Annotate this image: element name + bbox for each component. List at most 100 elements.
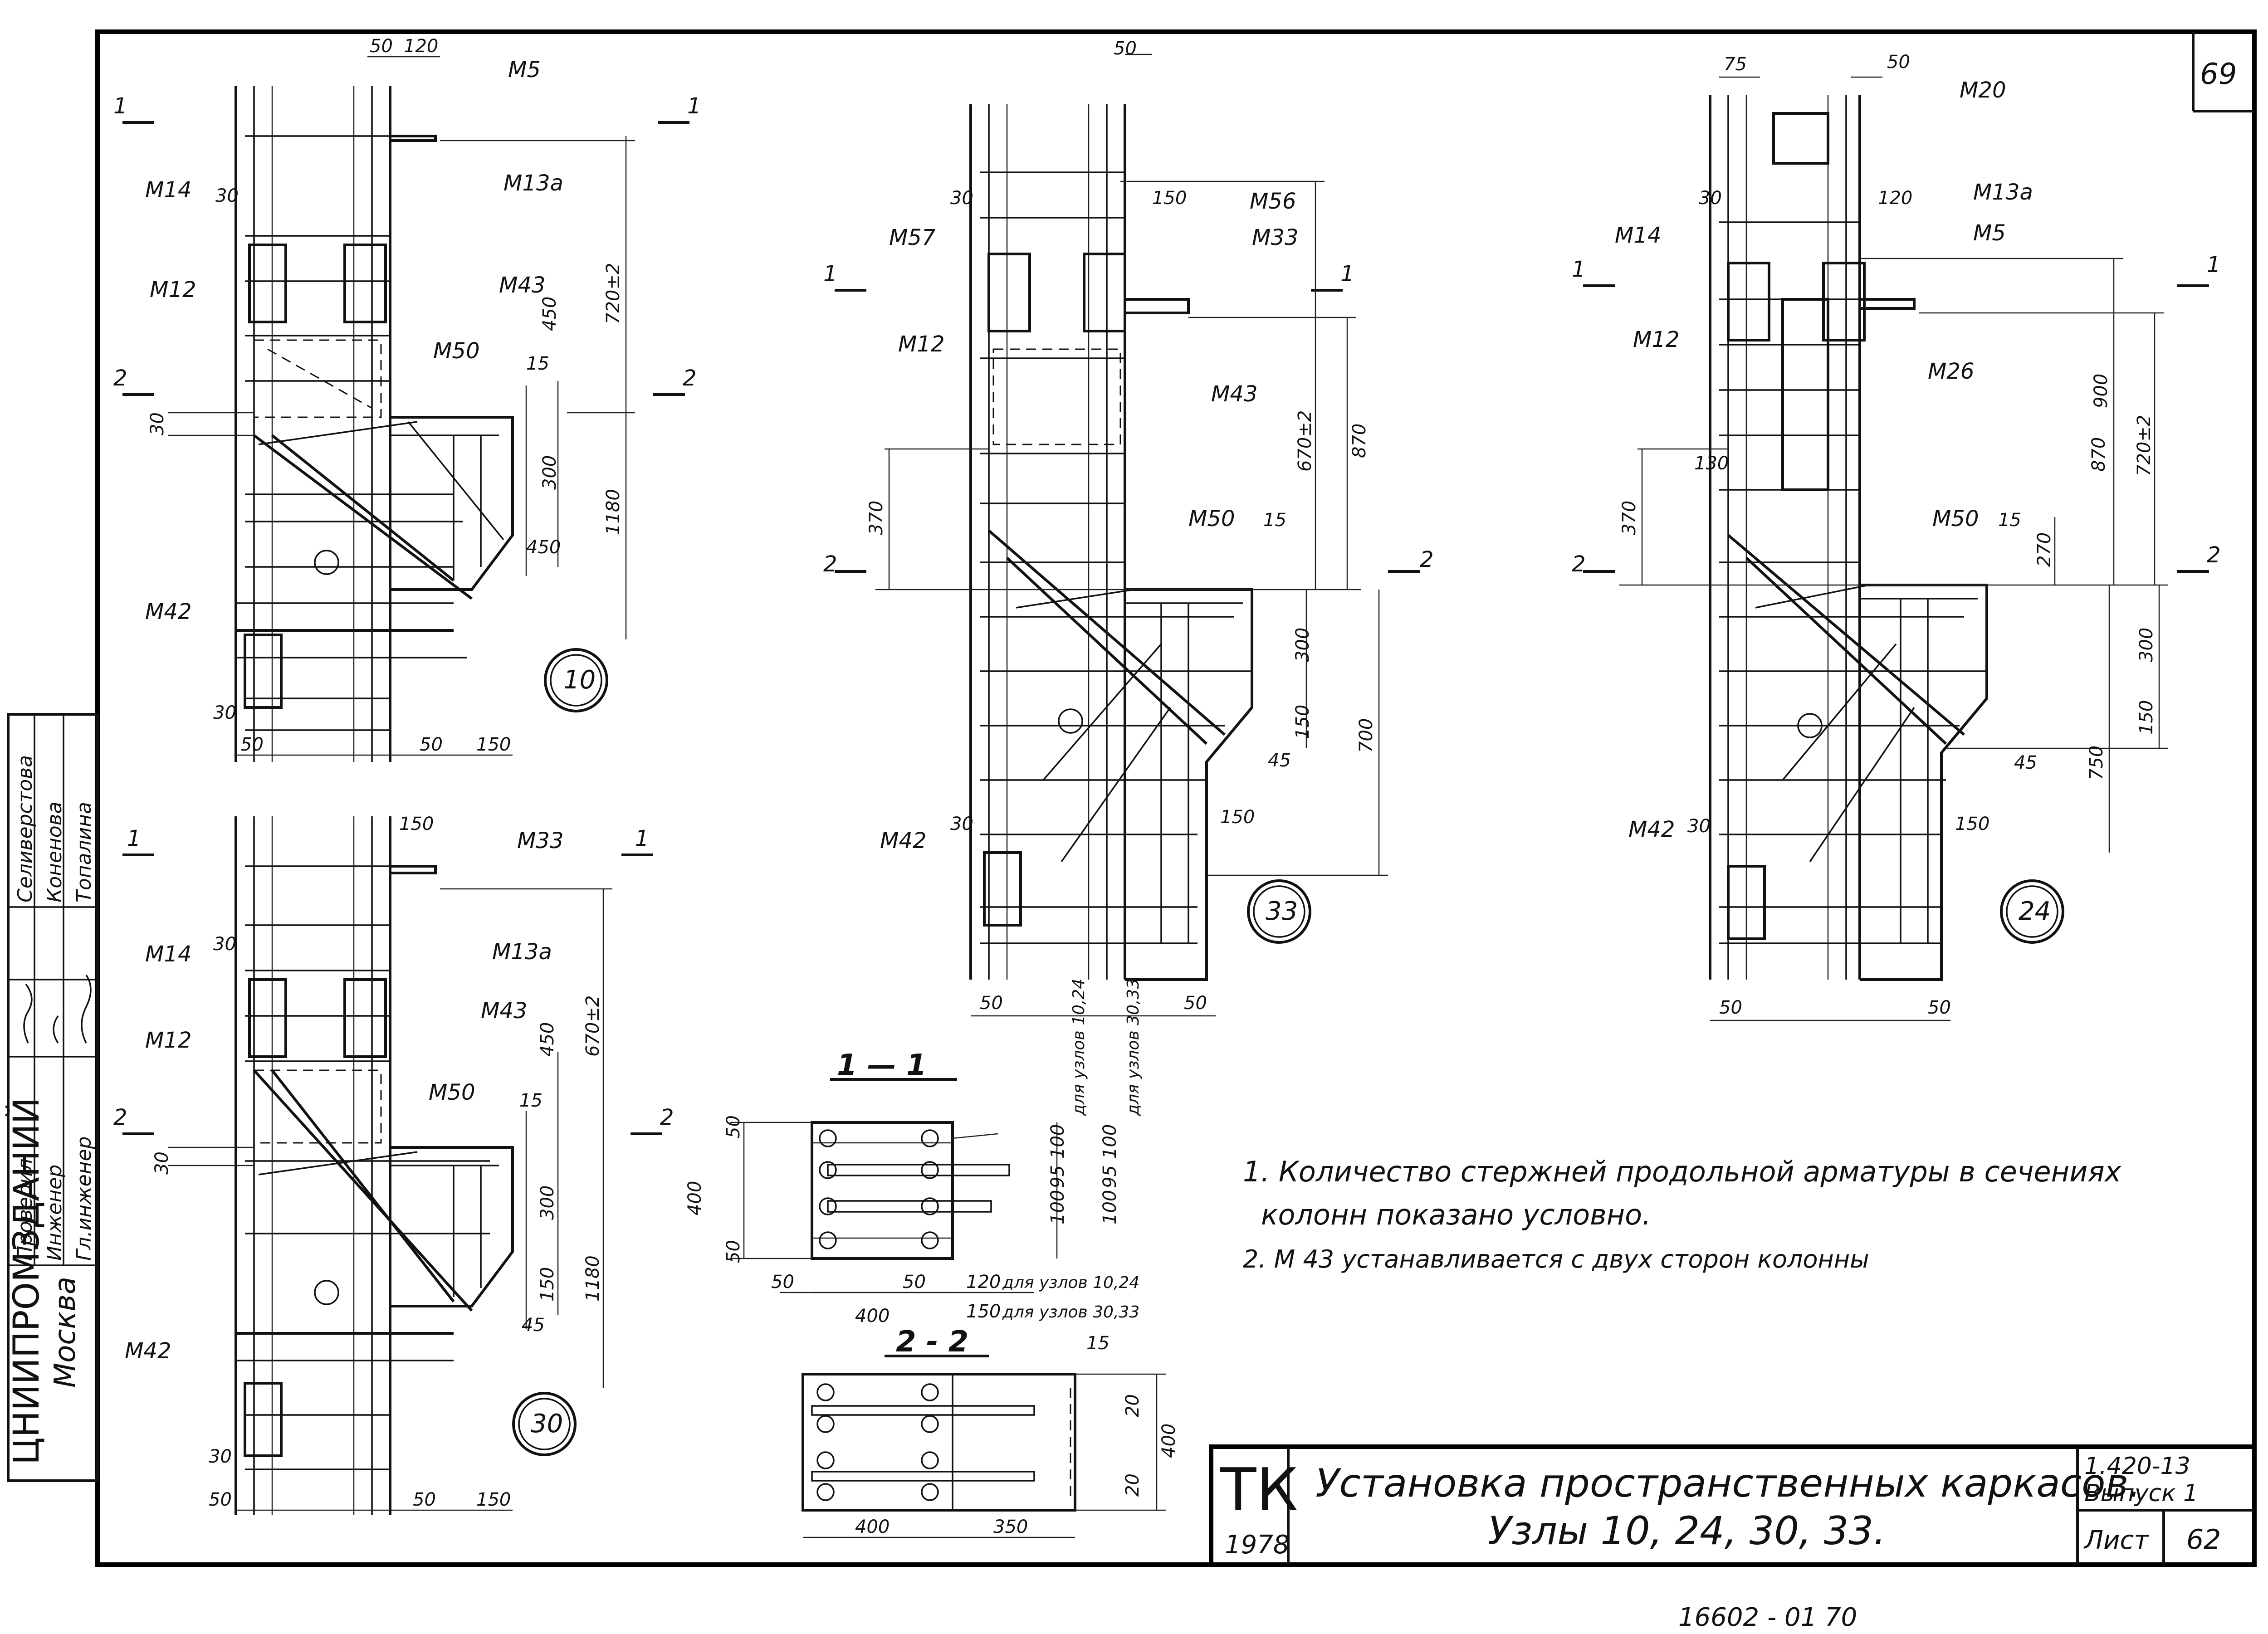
title-line-2: Узлы 10, 24, 30, 33.: [1488, 1508, 1886, 1554]
node-30-dim-30b: 30: [152, 1151, 172, 1175]
node-33-label-m56: М56: [1250, 189, 1296, 214]
node-24-dim-300: 300: [2136, 628, 2157, 662]
node-30-dim-150a: 150: [399, 814, 434, 834]
node-30-dim-150c: 150: [476, 1489, 511, 1510]
node-30-label-m42: М42: [125, 1338, 171, 1364]
node-24-dim-30b: 30: [1687, 816, 1711, 837]
node-30-dim-45: 45: [522, 1315, 545, 1336]
node-24-label-m42: М42: [1628, 817, 1675, 842]
node-33-label-m42: М42: [880, 828, 927, 854]
node-24-dim-370: 370: [1619, 501, 1640, 535]
title-sheet-label: Лист: [2083, 1526, 2149, 1555]
section-1-1-title: 1 — 1: [837, 1049, 927, 1082]
node-33-dim-30: 30: [950, 188, 973, 209]
node-24-dim-720: 720±2: [2134, 415, 2155, 476]
node-24-cut-2-left: 2: [1572, 551, 1586, 577]
node-33-dim-150c: 150: [1220, 807, 1255, 828]
node-24-drawing: [1583, 76, 2209, 1021]
node-10-cut-1-left: 1: [113, 93, 127, 119]
node-10-label-m43: М43: [499, 273, 546, 298]
node-10-label-m13a: М13а: [503, 171, 563, 196]
stamp-role-3: Проверил: [14, 1158, 37, 1261]
archive-number: 16602 - 01 70: [1678, 1603, 1857, 1632]
node-10-dim-300: 300: [539, 455, 560, 490]
section-2-2-title: 2 - 2: [896, 1325, 968, 1359]
section-1-1-note-1024a: для узлов 10,24: [1070, 979, 1088, 1116]
node-30-dim-300: 300: [537, 1185, 558, 1220]
node-10-dim-50b: 50: [240, 734, 264, 755]
node-33-dim-700: 700: [1356, 718, 1377, 753]
note-line-3: 2. М 43 устанавливается с двух сторон ко…: [1243, 1245, 1869, 1273]
node-33-dim-50b: 50: [980, 993, 1003, 1014]
node-30-cut-1-right: 1: [635, 826, 649, 851]
node-33-dim-150b: 150: [1292, 705, 1313, 739]
node-33-dim-370: 370: [866, 501, 887, 535]
section-1-1-dim-50a: 50: [723, 1115, 744, 1138]
node-33-label-m33: М33: [1252, 225, 1299, 250]
node-30-dim-30c: 30: [209, 1446, 232, 1467]
node-24-number: 24: [2019, 897, 2051, 926]
node-10-dim-450b: 450: [526, 537, 561, 558]
node-30-dim-15: 15: [519, 1090, 543, 1111]
node-30-label-m13a: М13а: [492, 939, 552, 965]
section-1-1-dim-50c: 50: [771, 1272, 794, 1293]
node-33-drawing: [835, 54, 1420, 1017]
node-10-cut-2-left: 2: [113, 366, 127, 391]
node-33-dim-50a: 50: [1114, 38, 1137, 59]
node-30-dim-50b: 50: [413, 1489, 436, 1510]
node-10-dim-50a: 50: [370, 36, 393, 57]
node-24-dim-50b: 50: [1719, 997, 1742, 1018]
section-1-1-dim-150: 150: [966, 1301, 1001, 1322]
node-30-dim-670: 670±2: [582, 995, 603, 1057]
node-30-label-m14: М14: [145, 941, 192, 967]
node-10-label-m5: М5: [508, 57, 541, 83]
node-33-number: 33: [1266, 897, 1298, 926]
node-30-dim-450: 450: [537, 1022, 558, 1057]
node-24-dim-50a: 50: [1887, 52, 1910, 73]
node-24-dim-150b: 150: [1955, 814, 1989, 834]
node-33-cut-1-right: 1: [1340, 261, 1354, 287]
node-10-cut-2-right: 2: [683, 366, 697, 391]
node-33-cut-2-right: 2: [1420, 547, 1434, 572]
node-33-label-m43: М43: [1211, 381, 1258, 407]
node-24-dim-130: 130: [1694, 453, 1729, 474]
section-1-1-dim-100b: 100: [1047, 1190, 1068, 1224]
stamp-name-1: Топалина: [73, 802, 96, 902]
node-24-cut-1-left: 1: [1572, 257, 1586, 282]
node-10-label-m42: М42: [145, 599, 192, 624]
node-33-label-m57: М57: [889, 225, 936, 250]
node-10-dim-50c: 50: [420, 734, 443, 755]
node-30-label-m33: М33: [517, 828, 564, 854]
section-1-1-dim-400: 400: [684, 1181, 705, 1215]
title-year: 1978: [1225, 1530, 1290, 1560]
node-10-drawing: [122, 56, 689, 762]
section-2-2-dim-400: 400: [1158, 1424, 1179, 1458]
node-10-dim-30a: 30: [215, 185, 239, 206]
section-1-1-note-3033a: для узлов 30,33: [1124, 979, 1143, 1116]
node-10-dim-30c: 30: [213, 702, 236, 723]
stamp-org: ЦНИИПРОМЗДАНИЙ: [5, 1097, 47, 1465]
node-24-label-m12: М12: [1633, 327, 1680, 352]
title-sheet-value: 62: [2186, 1524, 2221, 1556]
node-30-label-m50: М50: [429, 1080, 475, 1105]
node-24-dim-30a: 30: [1699, 188, 1722, 209]
node-30-dim-150b: 150: [537, 1267, 558, 1302]
node-33-dim-50c: 50: [1184, 993, 1207, 1014]
node-24-dim-270: 270: [2034, 532, 2055, 567]
section-1-1-drawing: [730, 1078, 1058, 1293]
section-1-1-note-3033b: для узлов 30,33: [1002, 1303, 1139, 1322]
node-10-dim-450a: 450: [539, 297, 560, 331]
node-24-label-m5: М5: [1973, 220, 2006, 246]
section-1-1-dim-95a: 95: [1047, 1165, 1068, 1188]
node-24-dim-15: 15: [1998, 510, 2021, 531]
node-24-dim-750: 750: [2086, 746, 2107, 780]
stamp-role-1: Гл.инженер: [73, 1136, 96, 1261]
node-10-label-m50: М50: [433, 338, 480, 364]
section-1-1-dim-50d: 50: [903, 1272, 926, 1293]
node-10-label-m12: М12: [150, 277, 196, 302]
node-33-cut-1-left: 1: [823, 261, 837, 287]
node-10-dim-120: 120: [404, 36, 438, 57]
node-10-dim-1180: 1180: [603, 489, 624, 535]
node-33-dim-30b: 30: [950, 814, 973, 834]
